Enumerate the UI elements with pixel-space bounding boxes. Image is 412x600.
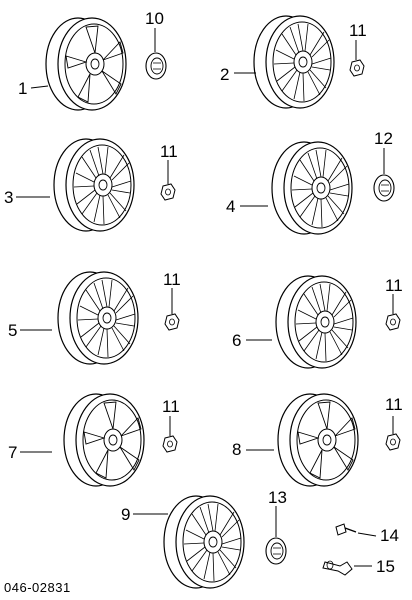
callout-9: 9: [121, 505, 131, 524]
lug-nut-11e: [162, 435, 178, 453]
center-cap-10: [145, 52, 167, 80]
callout-1: 1: [18, 79, 28, 98]
callout-2: 2: [220, 65, 230, 84]
center-cap-13: [265, 537, 287, 565]
callout-13: 13: [268, 488, 287, 507]
lug-nut-11f: [385, 433, 401, 451]
callout-6: 6: [232, 331, 242, 350]
lug-nut-11b: [160, 183, 176, 201]
callout-11f: 11: [385, 395, 403, 414]
lug-nut-11a: [349, 59, 365, 77]
wheel-9: [163, 495, 245, 589]
wheel-8: [277, 393, 359, 487]
callout-11d: 11: [385, 276, 403, 295]
callout-5: 5: [8, 321, 18, 340]
callout-11c: 11: [163, 270, 181, 289]
figure-code: 046-02831: [4, 580, 71, 595]
callout-10: 10: [145, 9, 164, 28]
callout-11b: 11: [160, 142, 178, 161]
valve-stem-15: [322, 560, 372, 576]
callout-4: 4: [226, 197, 236, 216]
wheel-2: [253, 15, 335, 109]
wheel-1: [45, 17, 127, 111]
wheel-5: [57, 271, 139, 365]
bolt-14: [335, 523, 377, 537]
wheel-3: [53, 138, 135, 232]
callout-8: 8: [232, 440, 242, 459]
callout-11a: 11: [349, 21, 367, 40]
callout-3: 3: [4, 188, 14, 207]
center-cap-12: [373, 174, 395, 202]
wheel-4: [271, 141, 353, 235]
callout-7: 7: [8, 443, 18, 462]
callout-15: 15: [376, 557, 395, 576]
callout-12: 12: [374, 129, 393, 148]
callout-14: 14: [380, 526, 399, 545]
wheel-6: [275, 275, 357, 369]
leader-1: [30, 85, 49, 89]
lug-nut-11c: [164, 313, 180, 331]
wheel-7: [63, 393, 145, 487]
callout-11e: 11: [162, 397, 180, 416]
lug-nut-11d: [385, 313, 401, 331]
